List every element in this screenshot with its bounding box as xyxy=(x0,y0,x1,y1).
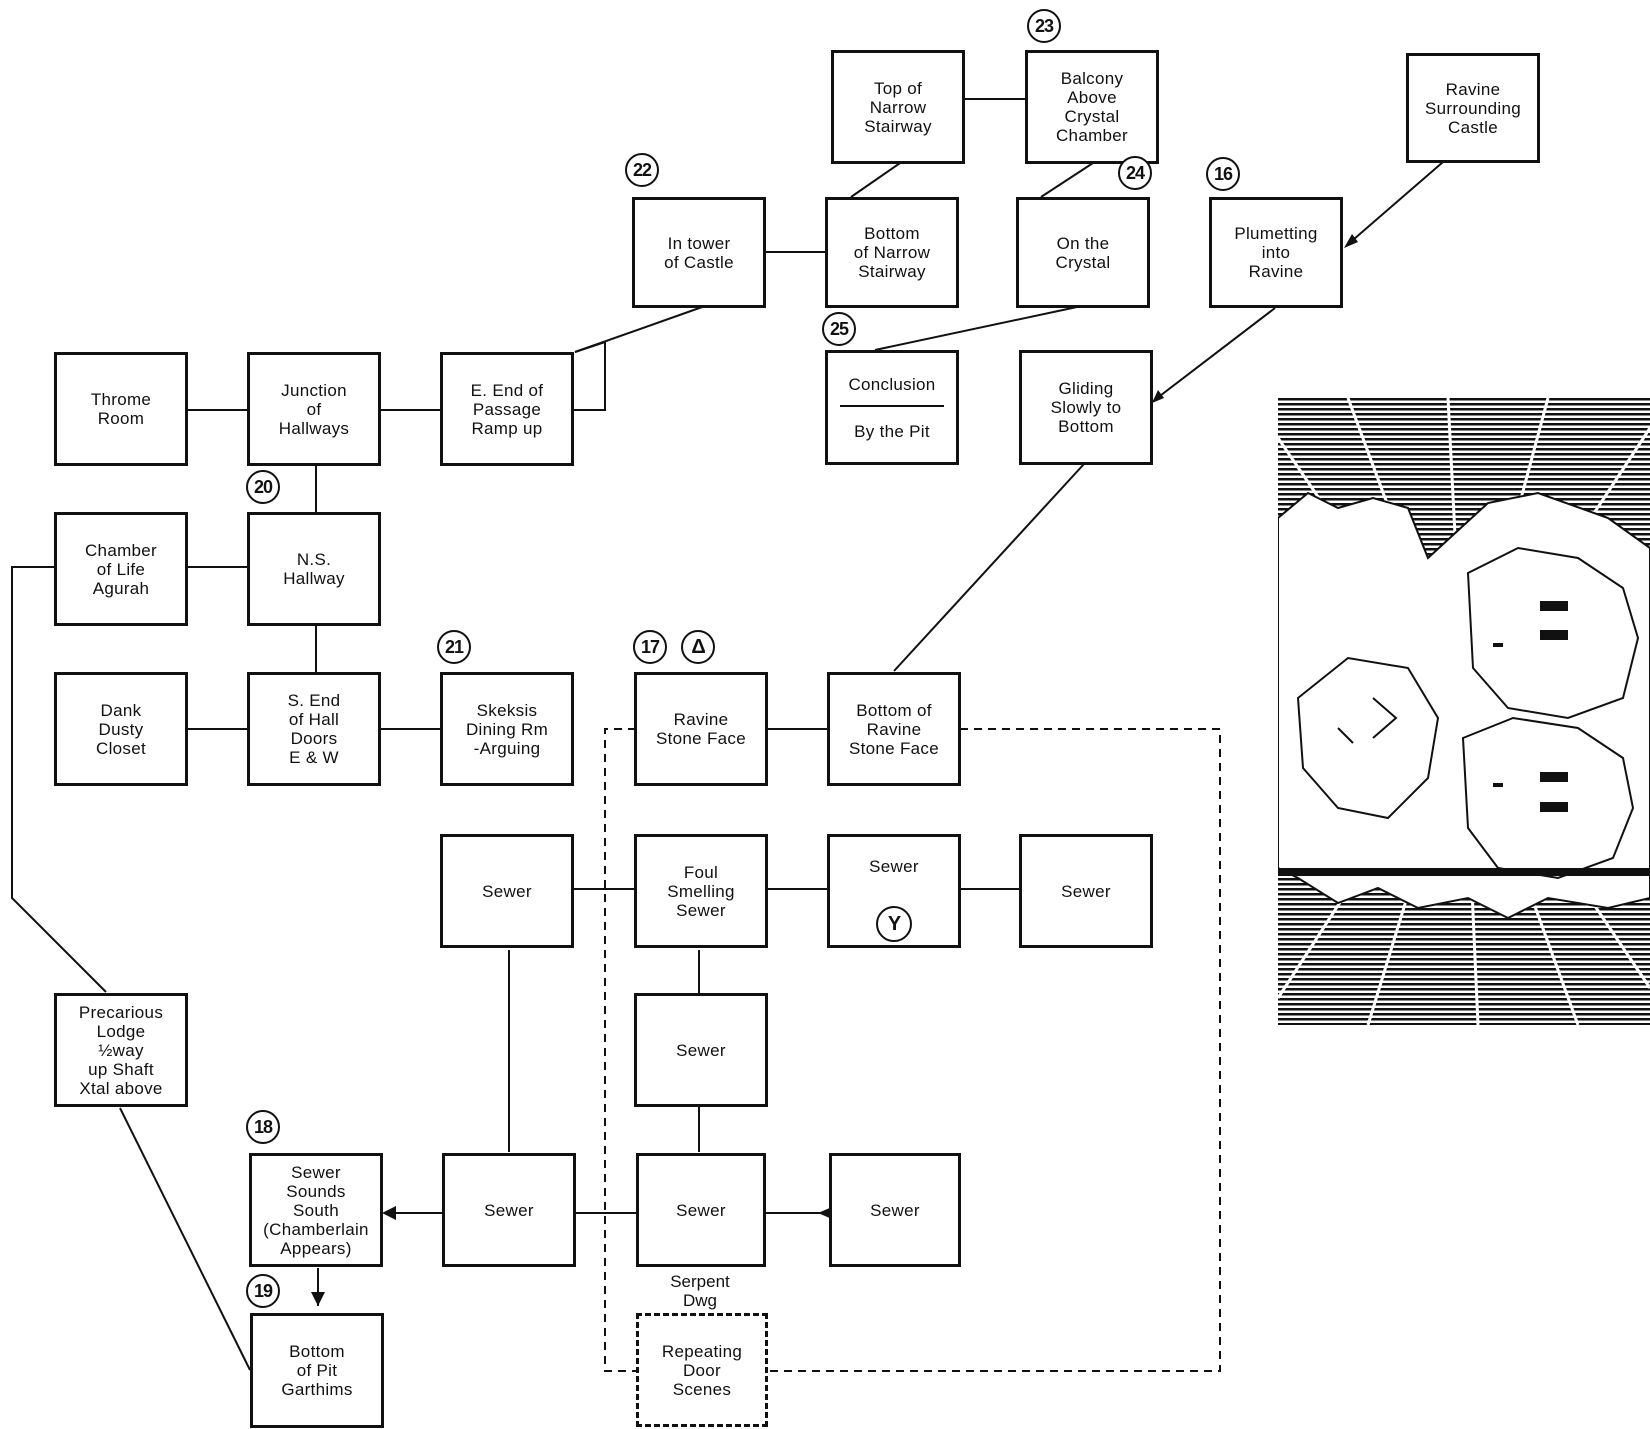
badge-25: 25 xyxy=(822,312,856,346)
room-sewer-middle: Sewer xyxy=(634,993,768,1107)
link-bottomface-repeating-dashed xyxy=(767,728,1221,1372)
delta-marker: Δ xyxy=(681,630,715,664)
badge-21: 21 xyxy=(437,630,471,664)
link-lodge-bottompit xyxy=(119,1107,251,1371)
room-sewer-north-west: Sewer xyxy=(440,834,574,948)
gelfling-skeksis-illustration xyxy=(1278,398,1650,1025)
link-ravinesurr-plumet xyxy=(1345,161,1444,247)
arrow-sewerF xyxy=(818,1207,832,1219)
link-balcony-crystal xyxy=(1040,162,1094,198)
room-sewer-east: Sewer xyxy=(1019,834,1153,948)
room-sewer-south-west: Sewer xyxy=(442,1153,576,1267)
room-ns-hallway: N.S.Hallway xyxy=(247,512,381,626)
link-plumet-gliding xyxy=(1151,307,1276,403)
conclusion-divider xyxy=(840,404,944,407)
badge-20: 20 xyxy=(246,470,280,504)
link-crystal-conclusion xyxy=(874,306,1078,351)
arrow-sewersounds xyxy=(382,1206,396,1220)
room-sewer-serpent: Sewer xyxy=(636,1153,766,1267)
badge-24: 24 xyxy=(1118,156,1152,190)
link-gliding-bottomface xyxy=(893,463,1085,672)
arrow-plumet xyxy=(1344,234,1358,248)
badge-23: 23 xyxy=(1027,9,1061,43)
link-stoneface-repeating-dashed xyxy=(604,728,636,1372)
portrait-icon xyxy=(1278,398,1650,1025)
link-eend-bracket xyxy=(572,340,606,411)
room-sewer-south-east: Sewer xyxy=(829,1153,961,1267)
badge-22: 22 xyxy=(625,153,659,187)
arrow-gliding xyxy=(1152,390,1164,403)
y-marker: Y xyxy=(876,906,912,942)
badge-18: 18 xyxy=(246,1110,280,1144)
badge-16: 16 xyxy=(1206,157,1240,191)
badge-19: 19 xyxy=(246,1274,280,1308)
link-topstair-bottomstair xyxy=(850,160,904,198)
link-chamber-lodge xyxy=(11,566,107,993)
badge-17: 17 xyxy=(633,630,667,664)
arrow-bottompit xyxy=(311,1292,325,1306)
